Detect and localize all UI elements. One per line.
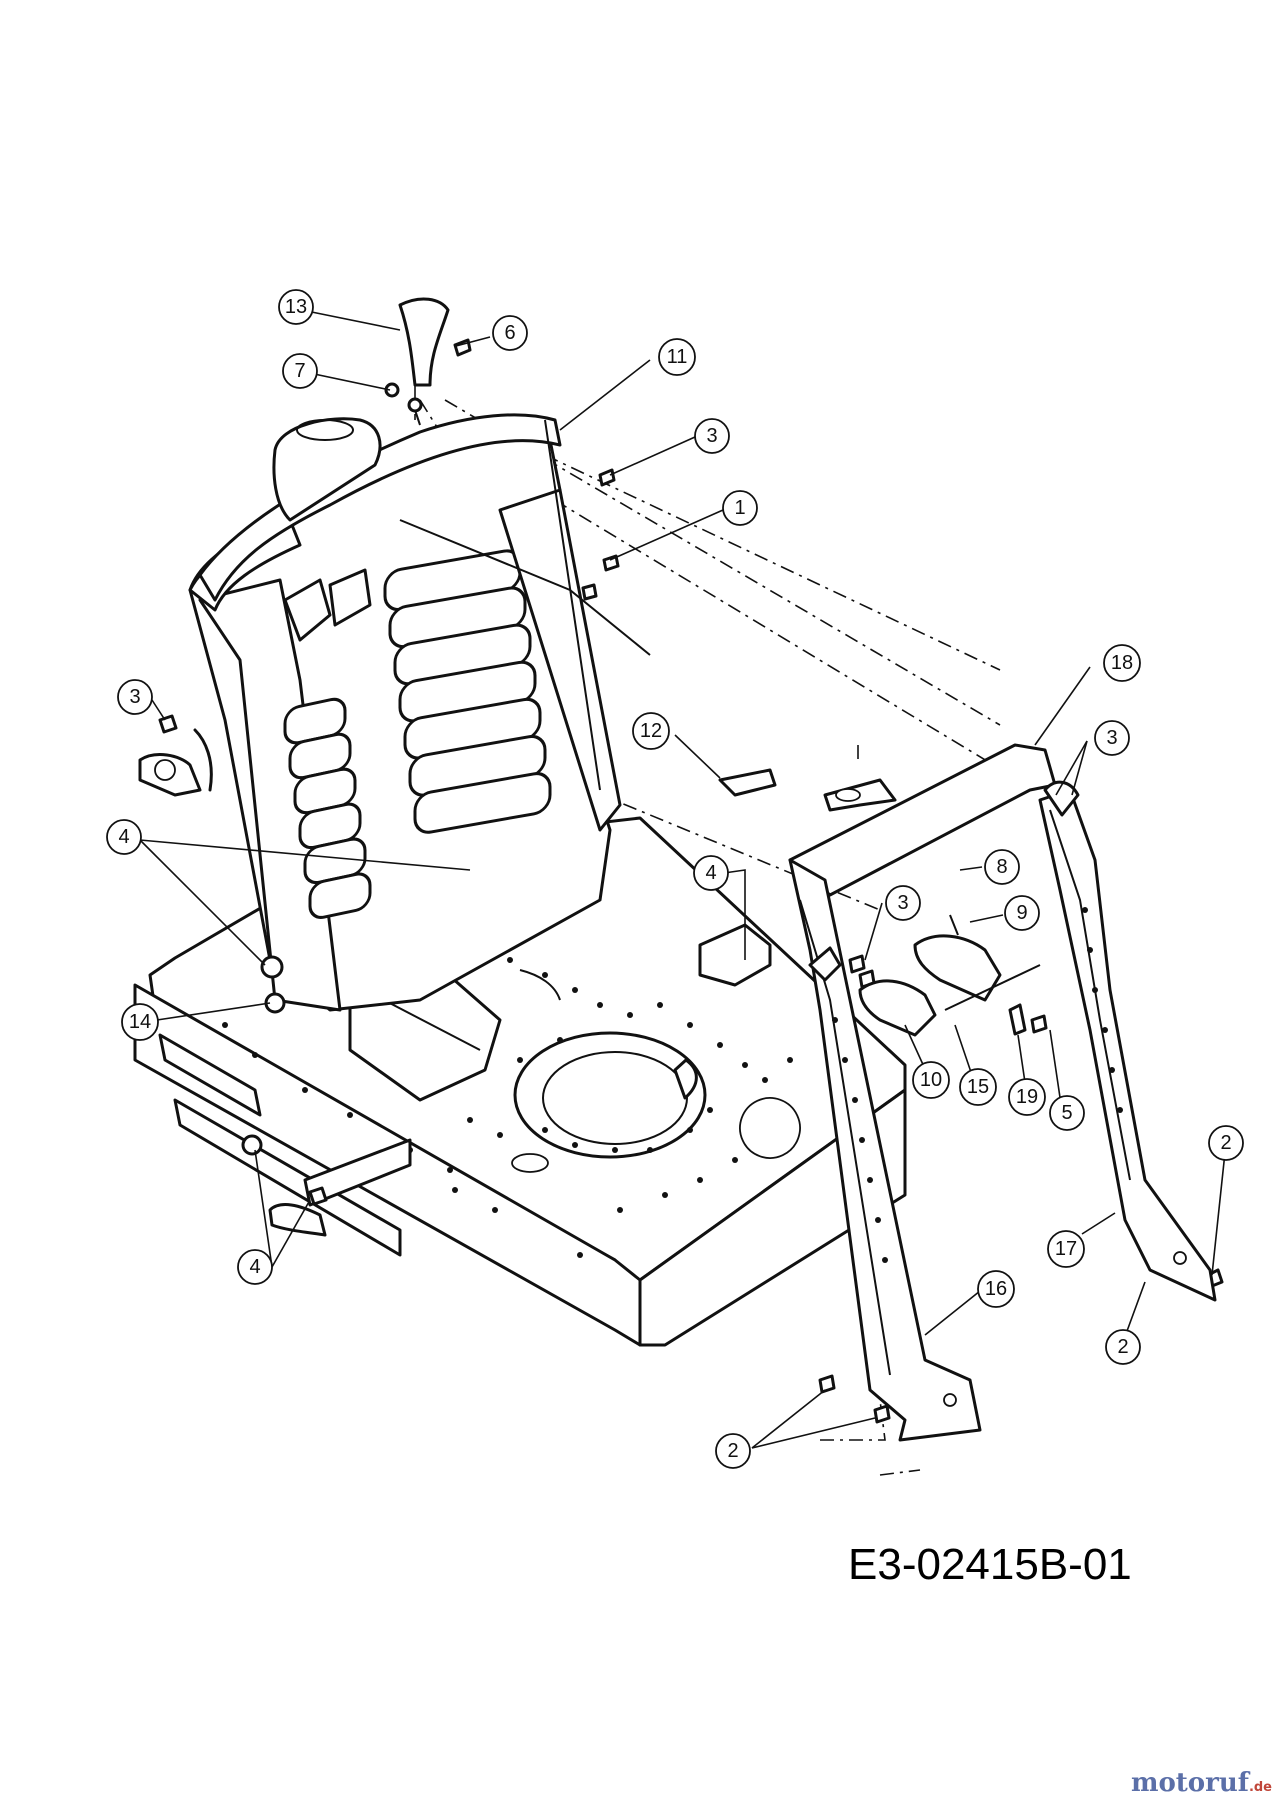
callout-1: 1	[722, 490, 758, 526]
callout-13: 13	[278, 289, 314, 325]
svg-text:16: 16	[985, 1278, 1007, 1300]
svg-text:1: 1	[734, 497, 745, 519]
svg-text:3: 3	[897, 892, 908, 914]
watermark-logo: motoruf.de	[1131, 1768, 1272, 1798]
svg-text:3: 3	[706, 425, 717, 447]
watermark-tld: .de	[1248, 1780, 1272, 1795]
svg-text:15: 15	[967, 1076, 989, 1098]
callout-19: 19	[1008, 1078, 1046, 1116]
svg-text:6: 6	[504, 322, 515, 344]
svg-text:3: 3	[129, 686, 140, 708]
callout-3: 3	[694, 418, 730, 454]
diagram-code-label: E3-02415B-01	[848, 1540, 1132, 1589]
svg-text:2: 2	[1220, 1132, 1231, 1154]
callouts: 13 6 7 11 3 1 18 3 3 12 4 4 8 3 9 14 10 …	[106, 289, 1244, 1469]
pedals	[858, 934, 1041, 1037]
callout-16: 16	[977, 1270, 1015, 1308]
callout-15: 15	[959, 1068, 997, 1106]
svg-text:7: 7	[294, 360, 305, 382]
callout-17: 17	[1047, 1230, 1085, 1268]
svg-text:17: 17	[1055, 1238, 1077, 1260]
svg-text:10: 10	[920, 1069, 942, 1091]
svg-text:4: 4	[705, 862, 716, 884]
callout-5: 5	[1049, 1095, 1085, 1131]
svg-text:5: 5	[1061, 1102, 1072, 1124]
svg-text:19: 19	[1016, 1086, 1038, 1108]
callout-14: 14	[121, 1003, 159, 1041]
seat-side-ribs	[283, 697, 372, 919]
brackets	[138, 728, 777, 987]
callout-4: 4	[237, 1249, 273, 1285]
callout-2: 2	[1208, 1125, 1244, 1161]
gear-lever	[398, 297, 450, 426]
callout-10: 10	[912, 1061, 950, 1099]
svg-text:11: 11	[667, 346, 688, 368]
leader-lines	[139, 306, 1227, 1449]
svg-text:9: 9	[1016, 902, 1027, 924]
svg-text:2: 2	[1117, 1336, 1128, 1358]
svg-text:8: 8	[996, 856, 1007, 878]
svg-text:3: 3	[1106, 727, 1117, 749]
callout-2: 2	[1105, 1329, 1141, 1365]
callout-4: 4	[106, 819, 142, 855]
svg-text:4: 4	[118, 826, 129, 848]
callout-18: 18	[1103, 644, 1141, 682]
watermark-brand: motoruf	[1130, 1768, 1249, 1798]
callout-12: 12	[632, 712, 670, 750]
callout-3: 3	[885, 885, 921, 921]
callout-11: 11	[658, 338, 696, 376]
seat-back-ribs	[383, 549, 552, 834]
callout-7: 7	[282, 353, 318, 389]
callout-2: 2	[715, 1433, 751, 1469]
svg-text:4: 4	[249, 1256, 260, 1278]
svg-text:2: 2	[727, 1440, 738, 1462]
seat-console	[188, 413, 651, 1012]
callout-3: 3	[1094, 720, 1130, 756]
svg-text:12: 12	[640, 720, 662, 742]
callout-3: 3	[117, 679, 153, 715]
deck-holes	[222, 937, 793, 1258]
svg-text:14: 14	[129, 1011, 151, 1033]
callout-6: 6	[492, 315, 528, 351]
callout-8: 8	[984, 849, 1020, 885]
callout-9: 9	[1004, 895, 1040, 931]
svg-text:13: 13	[285, 296, 307, 318]
callout-4: 4	[693, 855, 729, 891]
svg-text:18: 18	[1111, 652, 1133, 674]
right-rail	[1038, 780, 1217, 1302]
left-rail	[788, 858, 982, 1442]
